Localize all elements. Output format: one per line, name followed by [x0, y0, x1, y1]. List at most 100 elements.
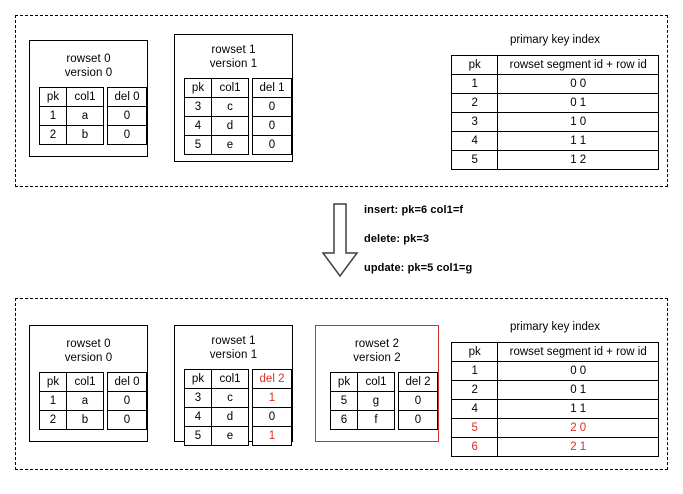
cell-col1: d	[211, 407, 249, 427]
table-row: 3 1 0	[450, 112, 659, 132]
table-row: 2 0 1	[450, 93, 659, 113]
rowset-2-panel-after: rowset 2 version 2 pk col1 5 g 6 f del 2…	[315, 325, 439, 442]
operation-delete: delete: pk=3	[364, 233, 430, 245]
cell-pk: 5	[184, 135, 212, 155]
table-header-row: del 0	[107, 372, 147, 392]
table-header-row: del 0	[107, 87, 147, 107]
column-header-pk: pk	[450, 55, 499, 75]
table-row: 0	[107, 391, 147, 411]
table-header-row: del 2	[252, 369, 292, 389]
table-row: 5 g	[330, 391, 395, 411]
table-row: 5 e	[184, 135, 249, 155]
cell-location: 2 1	[497, 437, 659, 457]
table-row: 0	[252, 407, 292, 427]
table-row: 5 e	[184, 426, 249, 446]
column-header-pk: pk	[330, 372, 358, 392]
cell-col1: f	[357, 410, 395, 430]
cell-del: 0	[107, 106, 147, 126]
table-row: 6 2 1	[450, 437, 659, 457]
column-header-col1: col1	[66, 372, 104, 392]
column-header-pk: pk	[39, 372, 67, 392]
table-row: 1	[252, 426, 292, 446]
rowset-1-title-after: rowset 1 version 1	[209, 335, 258, 361]
table-row: 0	[252, 97, 292, 117]
cell-location: 0 0	[497, 74, 659, 94]
table-row: 4 d	[184, 116, 249, 136]
table-row: 3 c	[184, 388, 249, 408]
cell-pk: 2	[39, 410, 67, 430]
rowset-0-delete-bitmap-after: del 0 0 0	[107, 372, 147, 430]
table-row: 0	[107, 410, 147, 430]
table-row: 0	[252, 135, 292, 155]
table-header-row: pk col1	[39, 87, 104, 107]
table-row: 6 f	[330, 410, 395, 430]
cell-pk: 5	[450, 418, 499, 438]
table-row: 1 a	[39, 106, 104, 126]
cell-del: 0	[252, 135, 292, 155]
table-header-row: pk col1	[330, 372, 395, 392]
cell-del: 1	[252, 426, 292, 446]
cell-pk: 3	[184, 388, 212, 408]
cell-pk: 3	[450, 112, 499, 132]
table-header-row: pk col1	[39, 372, 104, 392]
table-header-row: pk col1	[184, 369, 249, 389]
operations-list: insert: pk=6 col1=f delete: pk=3 update:…	[364, 203, 564, 275]
rowset-0-panel-before: rowset 0 version 0 pk col1 1 a 2 b del 0…	[29, 40, 148, 157]
rowset-2-data-table-after: pk col1 5 g 6 f	[330, 372, 395, 430]
rowset-2-title-after: rowset 2 version 2	[353, 338, 401, 364]
cell-pk: 1	[450, 361, 499, 381]
column-header-pk: pk	[450, 342, 499, 362]
table-row: 5 2 0	[450, 418, 659, 438]
rowset-1-data-table-after: pk col1 3 c 4 d 5 e	[184, 369, 249, 446]
state-after-container	[15, 298, 668, 470]
column-header-pk: pk	[184, 78, 212, 98]
rowset-1-panel-after: rowset 1 version 1 pk col1 3 c 4 d 5 e	[174, 325, 293, 446]
operation-insert: insert: pk=6 col1=f	[364, 204, 464, 216]
cell-pk: 1	[450, 74, 499, 94]
rowset-0-data-table-before: pk col1 1 a 2 b	[39, 87, 104, 145]
cell-col1: c	[211, 97, 249, 117]
cell-del: 0	[252, 407, 292, 427]
table-header-row: pk rowset segment id + row id	[450, 55, 659, 75]
table-row: 1	[252, 388, 292, 408]
table-row: 1 a	[39, 391, 104, 411]
cell-col1: a	[66, 106, 104, 126]
rowset-0-title-before: rowset 0 version 0	[64, 53, 113, 79]
column-header-del: del 2	[252, 369, 292, 389]
cell-del: 0	[107, 125, 147, 145]
cell-location: 1 1	[497, 131, 659, 151]
rowset-1-delete-bitmap-before: del 1 0 0 0	[252, 78, 292, 155]
rowset-2-delete-bitmap-after: del 2 0 0	[398, 372, 438, 430]
column-header-col1: col1	[357, 372, 395, 392]
primary-key-index-table-before: pk rowset segment id + row id 1 0 0 2 0 …	[450, 55, 659, 170]
table-row: 5 1 2	[450, 150, 659, 170]
cell-pk: 1	[39, 106, 67, 126]
primary-key-index-after: primary key index pk rowset segment id +…	[450, 320, 659, 457]
cell-pk: 4	[184, 116, 212, 136]
cell-del: 0	[252, 116, 292, 136]
cell-location: 1 2	[497, 150, 659, 170]
column-header-del: del 0	[107, 87, 147, 107]
cell-pk: 6	[330, 410, 358, 430]
state-before-container	[15, 15, 668, 187]
column-header-col1: col1	[211, 369, 249, 389]
cell-location: 1 1	[497, 399, 659, 419]
cell-del: 0	[252, 97, 292, 117]
rowset-1-data-table-before: pk col1 3 c 4 d 5 e	[184, 78, 249, 155]
table-header-row: pk rowset segment id + row id	[450, 342, 659, 362]
table-row: 0	[107, 106, 147, 126]
cell-pk: 5	[184, 426, 212, 446]
cell-pk: 2	[450, 380, 499, 400]
cell-pk: 4	[450, 399, 499, 419]
cell-pk: 4	[450, 131, 499, 151]
cell-del: 0	[398, 391, 438, 411]
column-header-pk: pk	[39, 87, 67, 107]
cell-location: 0 1	[497, 380, 659, 400]
cell-del: 0	[398, 410, 438, 430]
cell-pk: 5	[330, 391, 358, 411]
cell-pk: 1	[39, 391, 67, 411]
table-row: 0	[398, 391, 438, 411]
rowset-0-delete-bitmap-before: del 0 0 0	[107, 87, 147, 145]
cell-pk: 3	[184, 97, 212, 117]
table-row: 1 0 0	[450, 74, 659, 94]
